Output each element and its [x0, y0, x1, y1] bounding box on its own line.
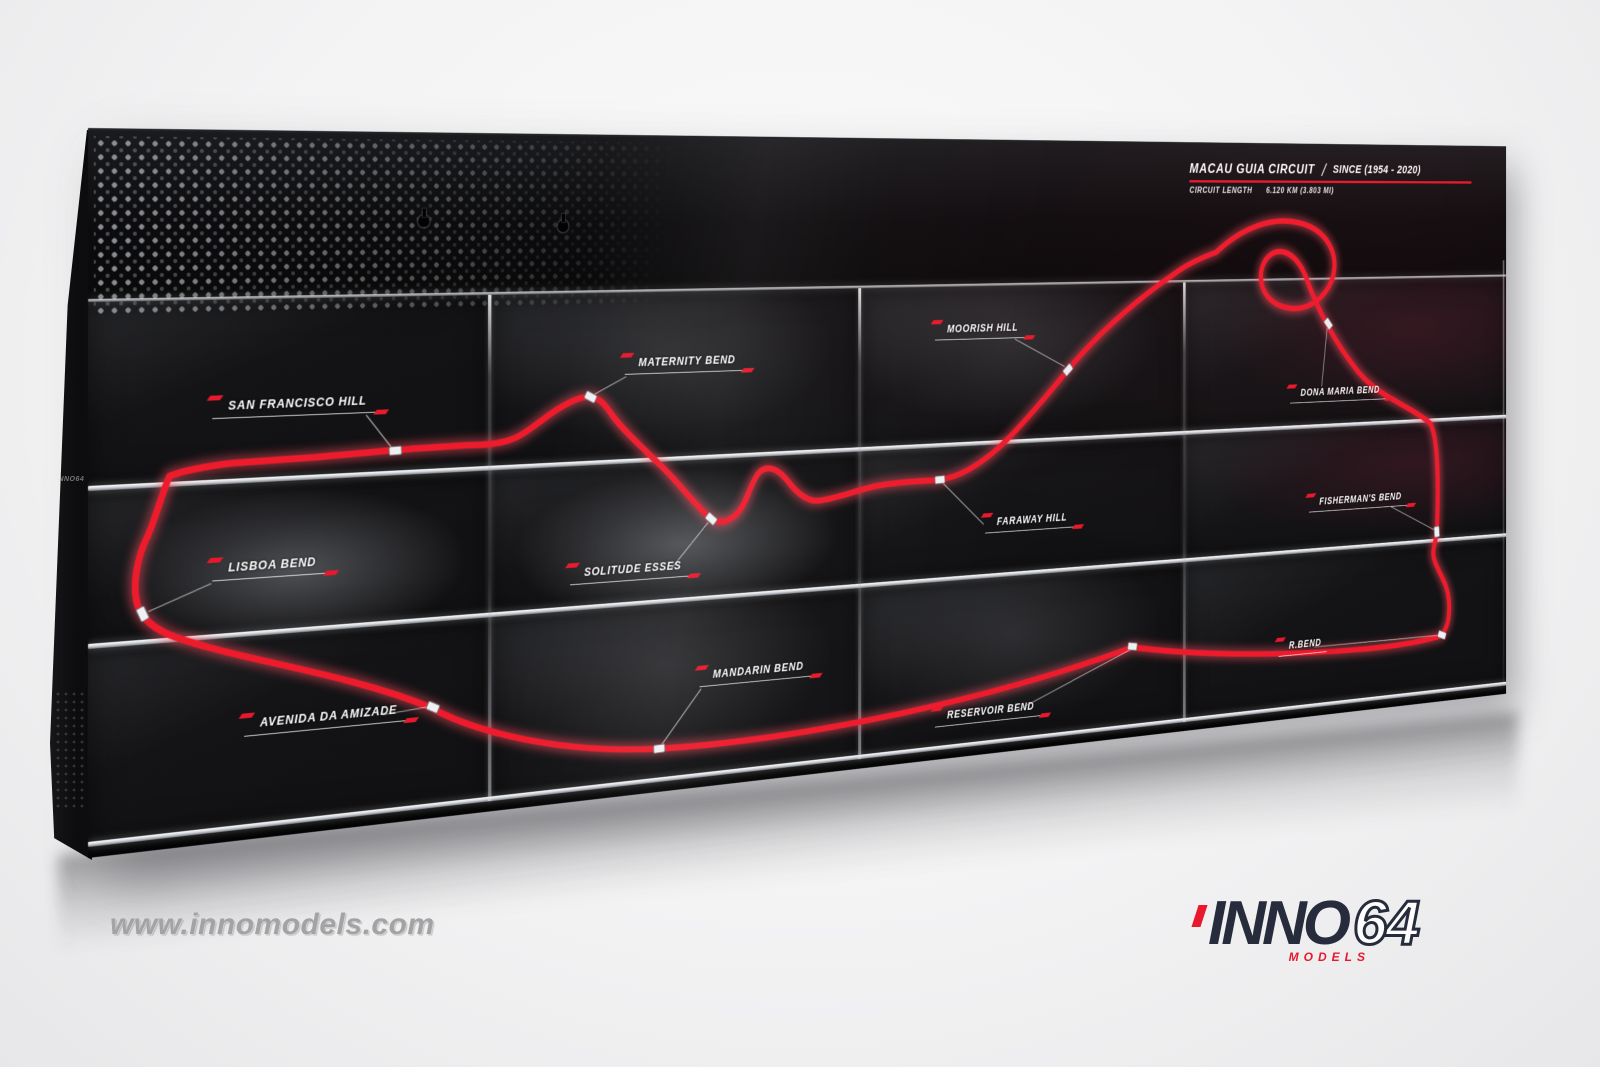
- circuit-years: SINCE (1954 - 2020): [1332, 162, 1421, 177]
- vertical-divider: [1183, 282, 1186, 723]
- circuit-title: MACAU GUIA CIRCUIT: [1189, 160, 1315, 177]
- logo-64-text: 64: [1352, 889, 1422, 958]
- title-divider-slash: [1320, 163, 1327, 176]
- display-cell: [859, 282, 1185, 450]
- circuit-length-label: CIRCUIT LENGTH: [1189, 185, 1253, 196]
- watermark-url: www.innomodels.com: [110, 908, 435, 941]
- hanger-keyhole-left: [418, 215, 430, 228]
- case-right-edge-highlight: [1502, 260, 1505, 683]
- vertical-divider: [488, 294, 492, 802]
- circuit-header: MACAU GUIA CIRCUIT SINCE (1954 - 2020) C…: [1189, 160, 1472, 196]
- side-panel-logo: INNO64: [56, 476, 85, 483]
- corner-label-moorish-hill: MOORISH HILL: [934, 319, 1030, 341]
- circuit-title-row: MACAU GUIA CIRCUIT SINCE (1954 - 2020): [1189, 160, 1471, 177]
- display-cell: [88, 294, 490, 489]
- display-cell: [489, 288, 860, 469]
- logo-models-text: MODELS: [1288, 950, 1370, 964]
- side-panel-dot-pattern: [54, 690, 88, 810]
- logo-red-accent: [1191, 905, 1208, 927]
- circuit-spec-row: CIRCUIT LENGTH 6.120 KM (3.803 MI): [1189, 185, 1471, 196]
- header-red-line: [1189, 180, 1472, 184]
- logo-inno-text: INNO: [1208, 889, 1351, 958]
- header-band: MACAU GUIA CIRCUIT SINCE (1954 - 2020) C…: [88, 130, 1507, 316]
- circuit-length-value: 6.120 KM (3.803 MI): [1266, 185, 1334, 196]
- inno64-logo: INNO64 MODELS: [1191, 891, 1421, 964]
- case-side-panel: INNO64: [50, 130, 92, 860]
- display-cell: [1184, 276, 1507, 434]
- vertical-divider: [858, 288, 862, 760]
- hanger-keyhole-right: [557, 220, 569, 233]
